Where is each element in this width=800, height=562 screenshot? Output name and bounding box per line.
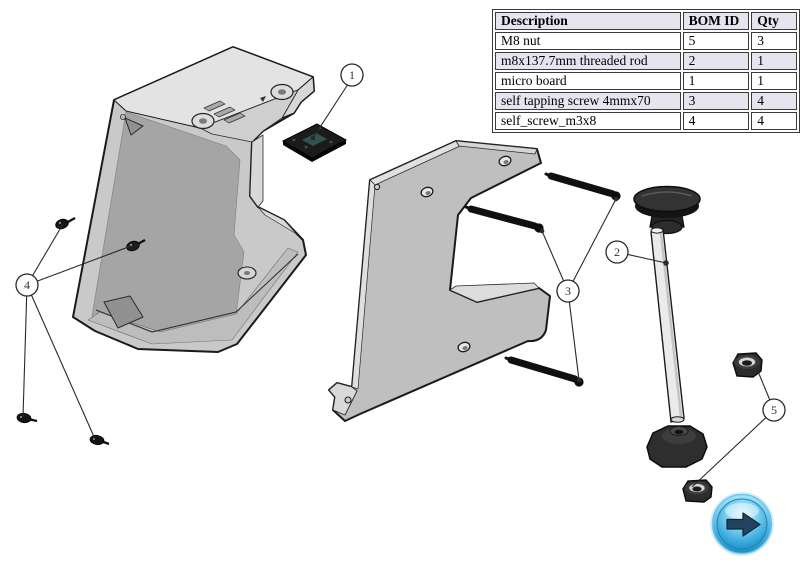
bracket-holes — [344, 155, 512, 404]
bom-cell-description: self tapping screw 4mmx70 — [495, 92, 681, 110]
bom-cell-description: self_screw_m3x8 — [495, 112, 681, 130]
callout-label-4: 4 — [24, 278, 30, 292]
bom-header-row: Description BOM ID Qty — [495, 12, 797, 30]
callout-label-2: 2 — [614, 245, 620, 259]
bom-cell-description: m8x137.7mm threaded rod — [495, 52, 681, 70]
enclosure-lower-arm-top — [257, 206, 303, 241]
callout-label-5: 5 — [771, 403, 777, 417]
bom-row: self tapping screw 4mmx70 3 4 — [495, 92, 797, 110]
threaded-rod — [650, 227, 685, 423]
bom-cell-bom-id: 4 — [682, 112, 750, 130]
bom-cell-bom-id: 5 — [682, 32, 750, 50]
bom-table: Description BOM ID Qty M8 nut 5 3 m8x137… — [492, 9, 800, 133]
callout-balloon-4: 4 — [15, 273, 39, 297]
callout-label-3: 3 — [565, 284, 571, 298]
bom-cell-bom-id: 1 — [682, 72, 750, 90]
enclosure-screw-boss — [120, 83, 294, 280]
screw-long-2 — [464, 205, 544, 233]
screw-long-1 — [544, 172, 621, 201]
bom-row: self_screw_m3x8 4 4 — [495, 112, 797, 130]
callout-balloon-2: 2 — [605, 240, 629, 264]
bom-row: micro board 1 1 — [495, 72, 797, 90]
bom-cell-qty: 4 — [751, 92, 797, 110]
bom-row: M8 nut 5 3 — [495, 32, 797, 50]
small-screws — [16, 216, 146, 446]
bom-header-bom-id: BOM ID — [682, 12, 750, 30]
screw-small-bottom-right — [89, 434, 110, 446]
bracket-part — [328, 140, 551, 422]
bom-header-description: Description — [495, 12, 681, 30]
bom-cell-qty: 3 — [751, 32, 797, 50]
rod-foot-knob — [646, 425, 708, 468]
enclosure-tray-floor — [87, 247, 299, 345]
bom-table-container: Description BOM ID Qty M8 nut 5 3 m8x137… — [492, 9, 800, 133]
enclosure-throat — [249, 134, 264, 208]
enclosure-vent-slots — [203, 100, 246, 124]
bom-cell-qty: 1 — [751, 52, 797, 70]
screw-small-bottom-left — [16, 412, 38, 424]
bracket-top-strip-right — [455, 140, 538, 155]
enclosure-upper-arm-inner — [199, 89, 299, 143]
bom-cell-qty: 1 — [751, 72, 797, 90]
bracket-foot-face — [328, 382, 358, 416]
m8-nut-upper — [732, 352, 763, 378]
callout-balloon-3: 3 — [556, 279, 580, 303]
bom-row: m8x137.7mm threaded rod 2 1 — [495, 52, 797, 70]
bom-header-qty: Qty — [751, 12, 797, 30]
callout-balloon-5: 5 — [762, 398, 786, 422]
bom-cell-bom-id: 2 — [682, 52, 750, 70]
screw-small-top — [55, 216, 76, 230]
callout-label-1: 1 — [349, 68, 355, 82]
enclosure-part — [72, 46, 315, 353]
enclosure-notch-mark — [260, 96, 266, 102]
rod-top-knob — [633, 185, 701, 235]
micro-board — [281, 123, 348, 162]
arrow-right-icon — [726, 512, 761, 537]
self-tapping-screws — [464, 172, 621, 387]
bom-cell-bom-id: 3 — [682, 92, 750, 110]
rod-assembly — [633, 185, 763, 503]
bom-cell-qty: 4 — [751, 112, 797, 130]
screw-long-3 — [504, 356, 584, 387]
next-button[interactable] — [710, 492, 774, 556]
enclosure-gussets — [103, 117, 144, 329]
callout-balloon-1: 1 — [340, 63, 364, 87]
m8-nut-lower — [682, 479, 713, 503]
callout-balloons: 1 2 3 4 5 — [15, 63, 786, 422]
bracket-notch-face — [449, 282, 540, 303]
bom-cell-description: M8 nut — [495, 32, 681, 50]
bom-cell-description: micro board — [495, 72, 681, 90]
